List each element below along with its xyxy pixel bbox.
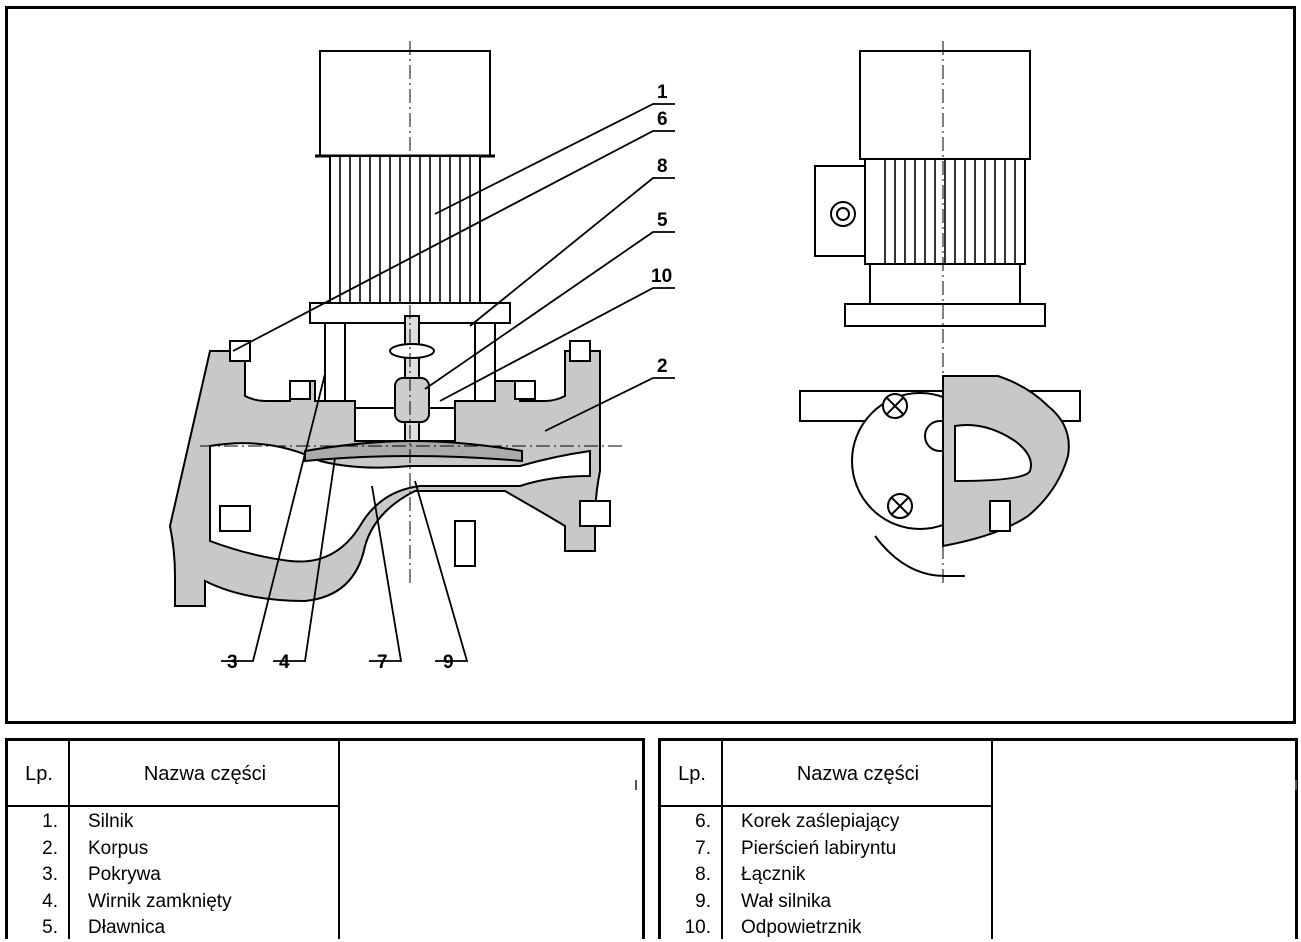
column-header-part-name: Nazwa części: [143, 763, 267, 785]
motor-cooling-fins: [329, 155, 481, 307]
table-tick-mark: [635, 780, 637, 790]
callout-4: 4: [279, 652, 290, 673]
part-name: Pokrywa: [88, 864, 161, 885]
table-row: 6. Korek zaślepiający: [661, 809, 993, 836]
flange-bolts: [219, 340, 611, 532]
part-number: 5.: [42, 917, 58, 938]
part-name: Odpowietrznik: [741, 917, 862, 938]
part-number: 4.: [42, 890, 58, 912]
pump-side-view: [799, 41, 1081, 586]
part-number: 9.: [695, 890, 711, 912]
callout-3: 3: [227, 652, 238, 673]
part-number: 8.: [695, 864, 711, 885]
part-name: Korpus: [88, 837, 149, 859]
column-header-part-name: Nazwa części: [796, 763, 920, 785]
table-row: 8. Łącznik: [661, 862, 993, 889]
part-name: Dławnica: [88, 917, 166, 938]
callout-6: 6: [657, 109, 668, 130]
part-number: 1.: [42, 811, 58, 832]
table-row: 10. Odpowietrznik: [661, 915, 993, 942]
parts-table-right: Lp. Nazwa części 6. Korek zaślepiający 7.…: [658, 738, 1298, 939]
part-number: 7.: [695, 837, 711, 859]
callout-10: 10: [651, 266, 672, 287]
technical-drawing-frame: 1 6 8 5 10 2 3 4 7 9: [5, 6, 1296, 724]
part-number: 2.: [42, 837, 58, 859]
callout-leaders: [221, 103, 675, 662]
callout-8: 8: [657, 156, 668, 177]
part-name: Łącznik: [741, 864, 806, 885]
column-header-lp: Lp.: [25, 763, 53, 785]
callout-2: 2: [657, 356, 668, 377]
part-name: Korek zaślepiający: [741, 811, 900, 832]
table-row: 9. Wał silnika: [661, 889, 993, 916]
part-number: 3.: [42, 864, 58, 885]
table-row: 2. Korpus: [8, 836, 340, 863]
callout-7: 7: [377, 652, 388, 673]
column-header-lp: Lp.: [678, 763, 706, 785]
part-name: Silnik: [88, 811, 134, 832]
part-number: 10.: [684, 917, 711, 938]
part-name: Pierścień labiryntu: [741, 837, 897, 859]
parts-table-left: Lp. Nazwa części 1. Silnik 2. Korpus 3. Pok…: [5, 738, 645, 939]
part-name: Wirnik zamknięty: [88, 890, 232, 912]
part-number: 6.: [695, 811, 711, 832]
callout-9: 9: [443, 652, 454, 673]
table-tick-mark: [1295, 780, 1297, 790]
callout-5: 5: [657, 210, 668, 231]
callout-1: 1: [657, 82, 668, 103]
part-name: Wał silnika: [741, 890, 832, 912]
callout-labels: 1 6 8 5 10 2 3 4 7 9: [227, 82, 672, 673]
table-row: 7. Pierścień labiryntu: [661, 836, 993, 863]
table-row: 1. Silnik: [8, 809, 340, 836]
table-row: 5. Dławnica: [8, 915, 340, 942]
pump-section-view: [168, 41, 625, 607]
table-row: 4. Wirnik zamknięty: [8, 889, 340, 916]
side-motor-cap: [859, 50, 1031, 160]
table-row: 3. Pokrywa: [8, 862, 340, 889]
motor-cap: [319, 50, 491, 157]
